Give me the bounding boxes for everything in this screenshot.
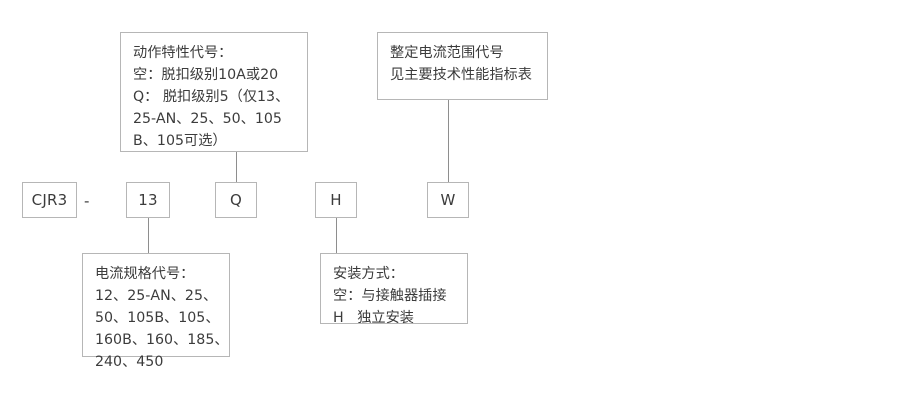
code-mounting-label: H [330,191,342,209]
code-box-setting-range[interactable]: W [427,182,469,218]
connector-mount-code-to-note [336,218,337,253]
code-range-label: W [440,191,456,209]
note-current-spec-line-1: 电流规格代号： [95,266,195,282]
note-setting-range-line-1: 整定电流范围代号 [390,45,504,61]
note-mounting-method-line-2: 空：与接触器插接 [333,288,447,304]
note-trip-characteristic-line-2: 空：脱扣级别10A或20 [133,67,279,83]
code-box-current-spec[interactable]: 13 [126,182,170,218]
note-current-spec-line-2: 12、25-AN、25、 [95,288,218,304]
note-current-spec-line-4: 160B、160、185、 [95,332,229,348]
note-setting-range: 整定电流范围代号 见主要技术性能指标表 [377,32,548,100]
note-current-spec-line-5: 240、450 [95,354,164,370]
code-trip-label: Q [229,191,242,209]
code-current-label: 13 [138,191,158,209]
note-trip-characteristic-line-4: 25-AN、25、50、105 [133,111,282,127]
note-mounting-method-line-3: H 独立安装 [333,310,414,326]
note-current-spec: 电流规格代号： 12、25-AN、25、 50、105B、105、 160B、1… [82,253,230,370]
note-trip-characteristic-line-3: Q： 脱扣级别5（仅13、 [133,89,290,105]
note-trip-characteristic-line-1: 动作特性代号： [133,45,233,61]
connector-current-code-to-note [148,218,149,253]
code-box-trip-characteristic[interactable]: Q [215,182,257,218]
connector-range-to-w [448,100,449,182]
code-separator-dash: - [84,192,90,210]
note-mounting-method: 安装方式： 空：与接触器插接 H 独立安装 [320,253,468,326]
note-trip-characteristic: 动作特性代号： 空：脱扣级别10A或20 Q： 脱扣级别5（仅13、 25-AN… [120,32,308,152]
note-mounting-method-line-1: 安装方式： [333,266,404,282]
connector-trip-to-q [236,152,237,182]
note-setting-range-line-2: 见主要技术性能指标表 [390,67,532,83]
code-series-label: CJR3 [31,191,68,209]
note-current-spec-line-3: 50、105B、105、 [95,310,220,326]
code-box-series[interactable]: CJR3 [22,182,77,218]
note-trip-characteristic-line-5: B、105可选） [133,133,227,149]
code-box-mounting[interactable]: H [315,182,357,218]
